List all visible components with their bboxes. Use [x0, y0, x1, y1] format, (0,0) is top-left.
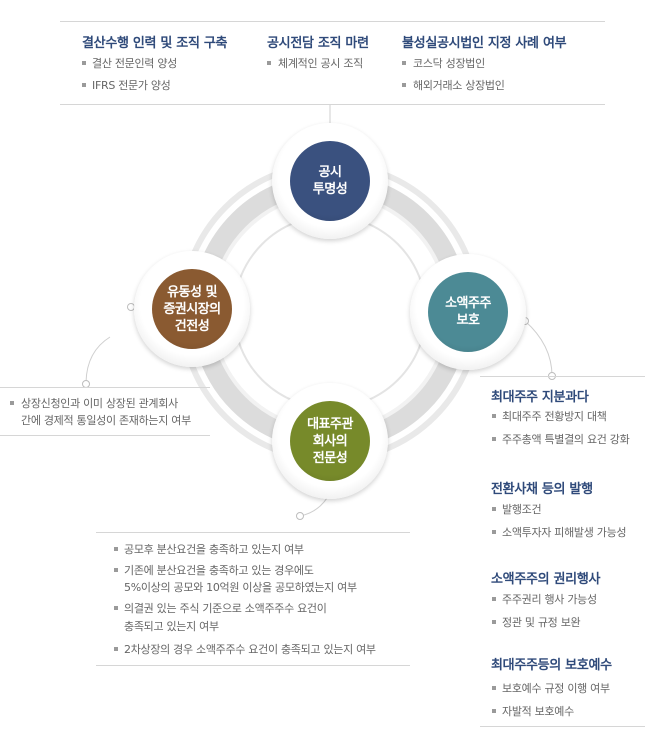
criteria-title: 공시전담 조직 마련: [267, 36, 369, 51]
criteria-item: 정관 및 규정 보완: [502, 616, 581, 629]
criteria-title: 최대주주등의 보호예수: [491, 658, 612, 673]
bullet-square: [492, 686, 496, 690]
criteria-item: 기존에 분산요건을 충족하고 있는 경우에도: [124, 564, 314, 577]
criteria-item: 의결권 있는 주식 기준으로 소액주주수 요건이: [124, 602, 327, 615]
circle-label: 소액주주: [445, 296, 491, 311]
bullet-square: [267, 61, 271, 65]
criteria-title: 최대주주 지분과다: [491, 390, 589, 405]
criteria-item: 소액투자자 피해발생 가능성: [502, 526, 627, 539]
circle-label: 보호: [456, 313, 480, 328]
criteria-title: 불성실공시법인 지정 사례 여부: [402, 36, 567, 51]
bullet-square: [114, 547, 118, 551]
bullet-square: [114, 647, 118, 651]
criteria-item: 최대주주 전황방지 대책: [502, 410, 607, 423]
criteria-item: 2차상장의 경우 소액주주수 요건이 충족되고 있는지 여부: [124, 643, 376, 656]
bullet-square: [114, 606, 118, 610]
criteria-item: 체계적인 공시 조직: [278, 57, 363, 70]
criteria-item: 자발적 보호예수: [502, 705, 574, 718]
criteria-item: IFRS 전문가 양성: [92, 79, 171, 92]
bullet-square: [492, 530, 496, 534]
criteria-item: 간에 경제적 통일성이 존재하는지 여부: [21, 414, 191, 427]
criteria-item: 보호예수 규정 이행 여부: [502, 682, 610, 695]
circle-label: 회사의: [312, 433, 348, 449]
bullet-square: [114, 568, 118, 572]
bullet-square: [492, 709, 496, 713]
bullet-square: [402, 61, 406, 65]
criteria-title: 소액주주의 권리행사: [491, 572, 601, 587]
bullet-square: [10, 401, 14, 405]
bullet-square: [82, 61, 86, 65]
bullet-square: [402, 83, 406, 87]
circle-label: 공시: [318, 165, 342, 180]
criteria-item: 상장신청인과 이미 상장된 관계회사: [21, 397, 178, 410]
circle-label: 유동성 및: [167, 284, 217, 300]
criteria-item: 결산 전문인력 양성: [92, 57, 177, 70]
criteria-item: 충족되고 있는지 여부: [124, 620, 219, 633]
bullet-square: [492, 507, 496, 511]
criteria-item: 5%이상의 공모와 10억원 이상을 공모하였는지 여부: [124, 581, 357, 594]
criteria-item: 주주총액 특별결의 요건 강화: [502, 433, 630, 446]
criteria-item: 공모후 분산요건을 충족하고 있는지 여부: [124, 543, 304, 556]
circle-label: 건전성: [174, 318, 210, 334]
bullet-square: [492, 437, 496, 441]
criteria-item: 해외거래소 상장법인: [413, 79, 505, 92]
circle-label: 투명성: [312, 182, 348, 197]
bullet-square: [82, 83, 86, 87]
bullet-square: [492, 597, 496, 601]
criteria-title: 결산수행 인력 및 조직 구축: [82, 36, 228, 51]
criteria-item: 발행조건: [502, 503, 542, 516]
criteria-item: 주주권리 행사 가능성: [502, 593, 597, 606]
circle-label: 대표주관: [307, 416, 353, 432]
bullet-square: [492, 414, 496, 418]
criteria-title: 전환사채 등의 발행: [491, 482, 593, 497]
circle-label: 전문성: [312, 450, 348, 466]
bullet-square: [492, 620, 496, 624]
criteria-item: 코스닥 성장법인: [413, 57, 485, 70]
circle-label: 증권시장의: [163, 301, 221, 317]
